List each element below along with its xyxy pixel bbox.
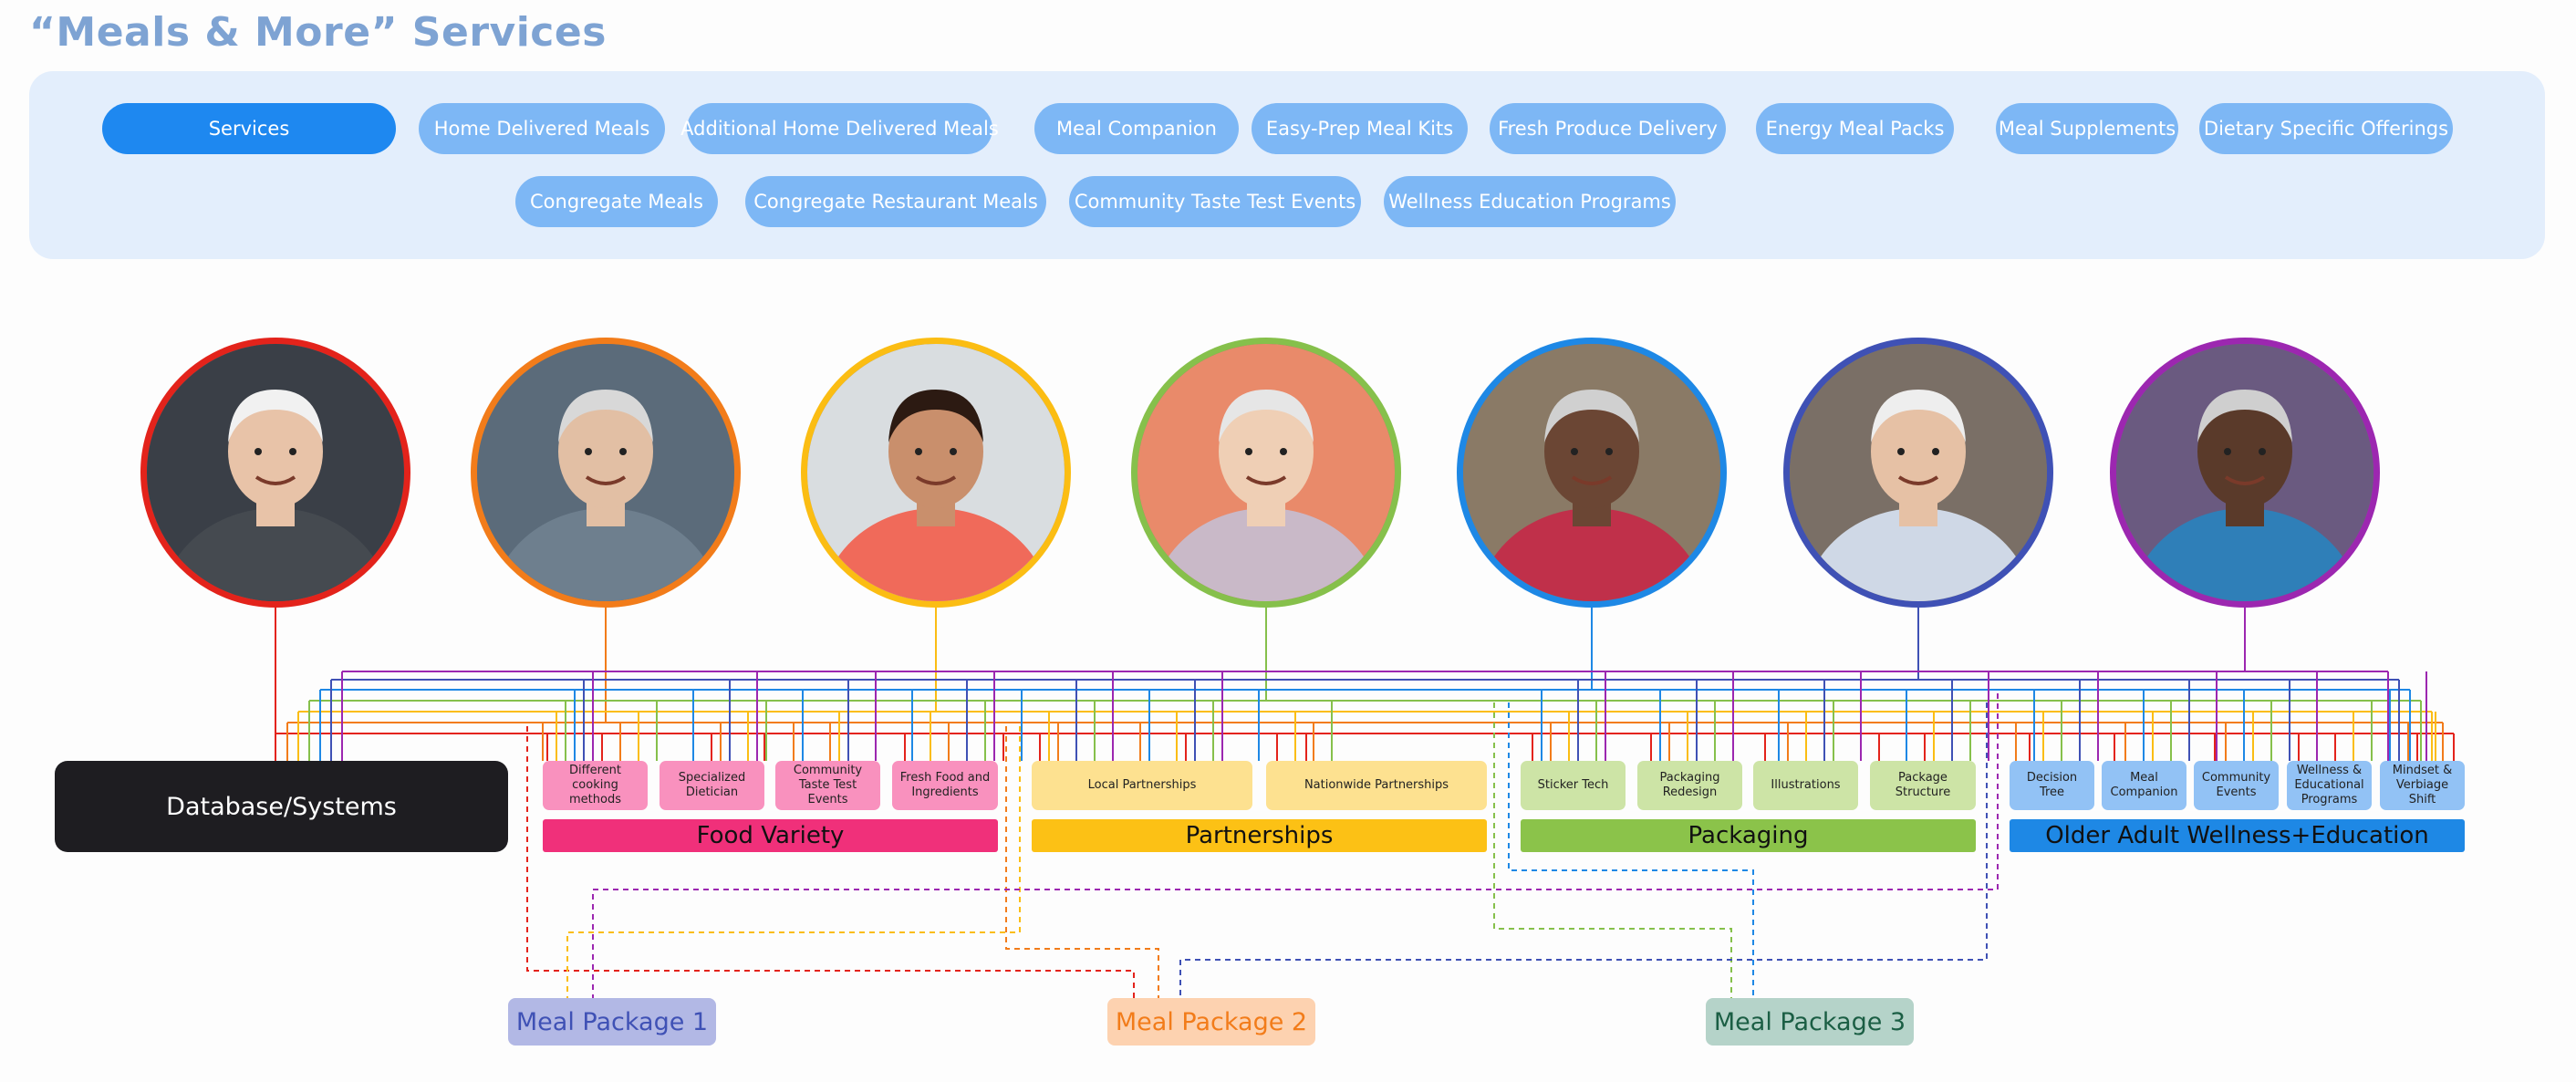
sub-item-fresh-food-and-ingredients: Fresh Food and Ingredients <box>892 761 998 810</box>
sub-item-community-taste-test-events: Community Taste Test Events <box>775 761 880 810</box>
nav-pill-home-delivered-meals[interactable]: Home Delivered Meals <box>419 103 665 154</box>
nav-pill-meal-companion[interactable]: Meal Companion <box>1034 103 1239 154</box>
sub-item-packaging-redesign: Packaging Redesign <box>1637 761 1742 810</box>
nav-pill-dietary-specific-offerings[interactable]: Dietary Specific Offerings <box>2199 103 2453 154</box>
connector-line-147 <box>566 726 1021 998</box>
sub-item-mindset-verbiage-shift: Mindset & Verbiage Shift <box>2380 761 2465 810</box>
category-food-variety: Food Variety <box>543 819 998 852</box>
connector-line-151 <box>592 693 1999 998</box>
sub-item-community-events: Community Events <box>2194 761 2279 810</box>
sub-item-meal-companion: Meal Companion <box>2102 761 2186 810</box>
nav-pill-meal-supplements[interactable]: Meal Supplements <box>1996 103 2178 154</box>
nav-pill-wellness-education-programs[interactable]: Wellness Education Programs <box>1384 176 1676 227</box>
persona-avatar <box>801 338 1071 608</box>
meal-package-1: Meal Package 1 <box>508 998 716 1046</box>
sub-item-package-structure: Package Structure <box>1870 761 1976 810</box>
persona-avatar <box>140 338 410 608</box>
meal-package-3: Meal Package 3 <box>1706 998 1914 1046</box>
services-nav-panel <box>29 71 2545 259</box>
connector-line-146 <box>1005 726 1159 998</box>
nav-pill-congregate-restaurant-meals[interactable]: Congregate Restaurant Meals <box>745 176 1046 227</box>
persona-avatar <box>1457 338 1727 608</box>
meal-package-2: Meal Package 2 <box>1107 998 1315 1046</box>
sub-item-decision-tree: Decision Tree <box>2010 761 2094 810</box>
sub-item-local-partnerships: Local Partnerships <box>1032 761 1252 810</box>
sub-item-different-cooking-methods: Different cooking methods <box>543 761 648 810</box>
connector-line-149 <box>1508 702 1754 998</box>
sub-item-wellness-educational-programs: Wellness & Educational Programs <box>2287 761 2372 810</box>
persona-avatar <box>2110 338 2380 608</box>
connector-line-148 <box>1493 702 1732 998</box>
nav-pill-easy-prep-meal-kits[interactable]: Easy-Prep Meal Kits <box>1252 103 1468 154</box>
page-title: “Meals & More” Services <box>29 9 607 56</box>
sub-item-sticker-tech: Sticker Tech <box>1521 761 1626 810</box>
nav-pill-energy-meal-packs[interactable]: Energy Meal Packs <box>1756 103 1954 154</box>
sub-item-illustrations: Illustrations <box>1753 761 1858 810</box>
connector-line-145 <box>526 726 1135 998</box>
nav-pill-fresh-produce-delivery[interactable]: Fresh Produce Delivery <box>1490 103 1726 154</box>
category-packaging: Packaging <box>1521 819 1976 852</box>
nav-pill-services[interactable]: Services <box>102 103 396 154</box>
persona-avatar <box>1131 338 1401 608</box>
persona-avatar <box>1783 338 2053 608</box>
persona-avatar <box>471 338 741 608</box>
sub-item-specialized-dietician: Specialized Dietician <box>660 761 764 810</box>
nav-pill-congregate-meals[interactable]: Congregate Meals <box>515 176 718 227</box>
sub-item-nationwide-partnerships: Nationwide Partnerships <box>1266 761 1487 810</box>
category-partnerships: Partnerships <box>1032 819 1487 852</box>
nav-pill-additional-home-delivered-meals[interactable]: Additional Home Delivered Meals <box>680 103 999 154</box>
nav-pill-community-taste-test-events[interactable]: Community Taste Test Events <box>1069 176 1361 227</box>
category-older-adult-wellness-education: Older Adult Wellness+Education <box>2010 819 2465 852</box>
database-systems-box: Database/Systems <box>55 761 508 852</box>
